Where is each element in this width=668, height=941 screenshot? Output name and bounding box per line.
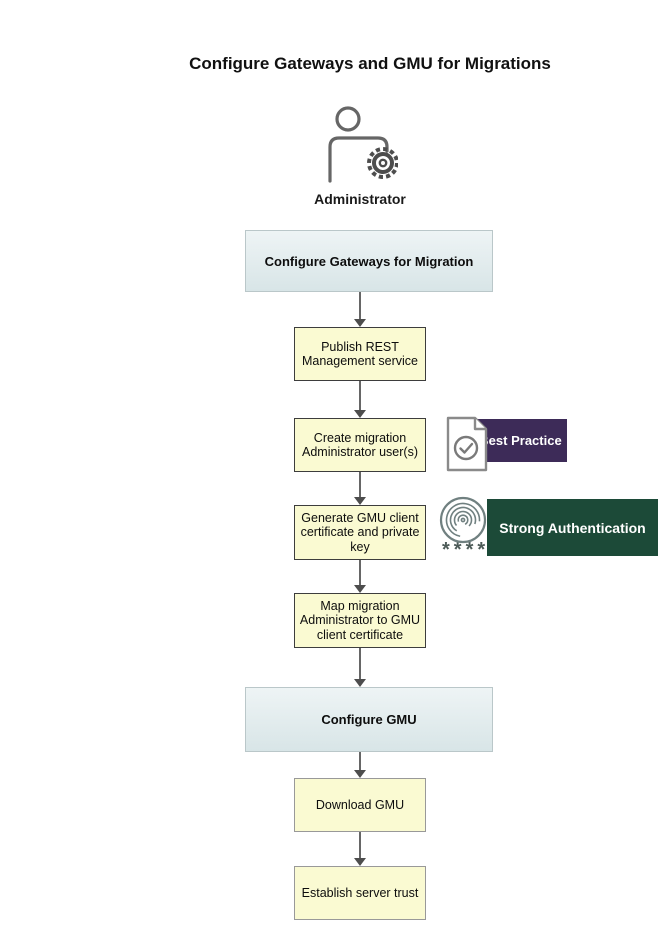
flow-arrow bbox=[354, 752, 366, 778]
flow-arrow bbox=[354, 472, 366, 505]
section-configure-gateways: Configure Gateways for Migration bbox=[245, 230, 493, 292]
strong-authentication-badge: Strong Authentication bbox=[487, 499, 658, 556]
best-practice-label: Best Practice bbox=[479, 433, 562, 448]
flow-arrow bbox=[354, 648, 366, 687]
flow-arrow bbox=[354, 381, 366, 418]
arrowhead-icon bbox=[354, 410, 366, 418]
best-practice-badge: Best Practice bbox=[474, 419, 567, 462]
step-publish-rest: Publish REST Management service bbox=[294, 327, 426, 381]
flow-arrow bbox=[354, 292, 366, 327]
gear-icon bbox=[367, 147, 398, 179]
arrowhead-icon bbox=[354, 319, 366, 327]
page-title: Configure Gateways and GMU for Migration… bbox=[189, 54, 551, 73]
flow-arrow bbox=[354, 832, 366, 866]
person-icon bbox=[328, 106, 389, 183]
flow-arrow bbox=[354, 560, 366, 593]
password-stars: **** bbox=[442, 542, 490, 558]
administrator-icon bbox=[328, 106, 398, 183]
step-generate-gmu-cert: Generate GMU client certificate and priv… bbox=[294, 505, 426, 560]
strong-authentication-label: Strong Authentication bbox=[499, 519, 646, 536]
actor-label: Administrator bbox=[314, 191, 406, 207]
fingerprint-icon bbox=[439, 496, 487, 544]
document-check-icon bbox=[446, 416, 488, 472]
section-configure-gmu: Configure GMU bbox=[245, 687, 493, 752]
step-establish-server-trust: Establish server trust bbox=[294, 866, 426, 920]
step-create-migration-admin: Create migration Administrator user(s) bbox=[294, 418, 426, 472]
arrowhead-icon bbox=[354, 858, 366, 866]
arrowhead-icon bbox=[354, 770, 366, 778]
arrowhead-icon bbox=[354, 585, 366, 593]
arrowhead-icon bbox=[354, 679, 366, 687]
step-download-gmu: Download GMU bbox=[294, 778, 426, 832]
arrowhead-icon bbox=[354, 497, 366, 505]
section-label: Configure Gateways for Migration bbox=[264, 253, 474, 269]
section-label: Configure GMU bbox=[321, 712, 417, 727]
step-map-migration-admin: Map migration Administrator to GMU clien… bbox=[294, 593, 426, 648]
